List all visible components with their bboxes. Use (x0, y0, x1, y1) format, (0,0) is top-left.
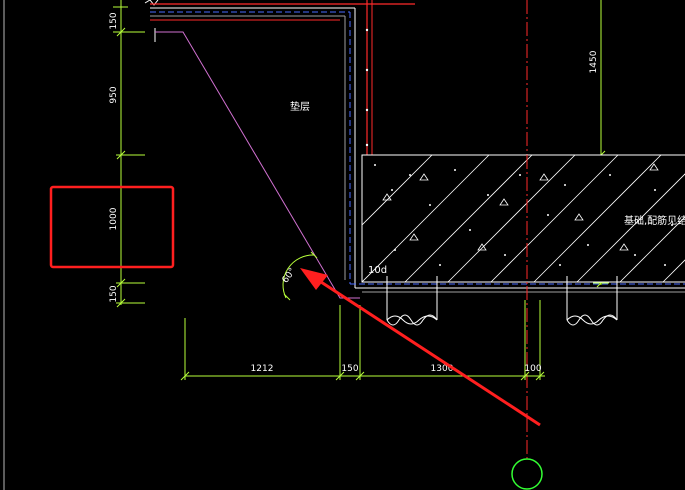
dim-left-150-bottom: 150 (109, 285, 119, 302)
excavation-slope (155, 31, 360, 299)
pile-left (386, 276, 438, 326)
dim-right-1450: 1450 (589, 50, 599, 73)
top-left-marks (144, 0, 159, 42)
dim-left-150-top: 150 (109, 12, 119, 29)
dim-bottom-1300: 1300 (431, 364, 454, 374)
dim-bottom-100: 100 (524, 364, 541, 374)
dim-bottom-150: 150 (341, 364, 358, 374)
foundation-hatch (361, 154, 685, 283)
dim-left-950: 950 (109, 86, 119, 103)
dim-bottom-1212: 1212 (251, 364, 274, 374)
pile-right (566, 276, 618, 326)
left-dimension-chain (113, 0, 145, 308)
foundation-note-label: 基础,配筋见结施 (624, 214, 685, 227)
annotation-arrow (300, 268, 541, 427)
angle-label: 60° (281, 266, 298, 285)
angle-marker (282, 251, 318, 301)
cushion-layer-label: 垫层 (290, 100, 310, 113)
rebar-note-label: 10d (368, 265, 387, 276)
bottom-dimension-chain (180, 300, 545, 381)
axis-bubble (511, 458, 543, 490)
top-horizontal-lines (150, 3, 415, 21)
highlight-box[interactable] (49, 185, 175, 269)
dim-left-1000: 1000 (109, 207, 119, 230)
